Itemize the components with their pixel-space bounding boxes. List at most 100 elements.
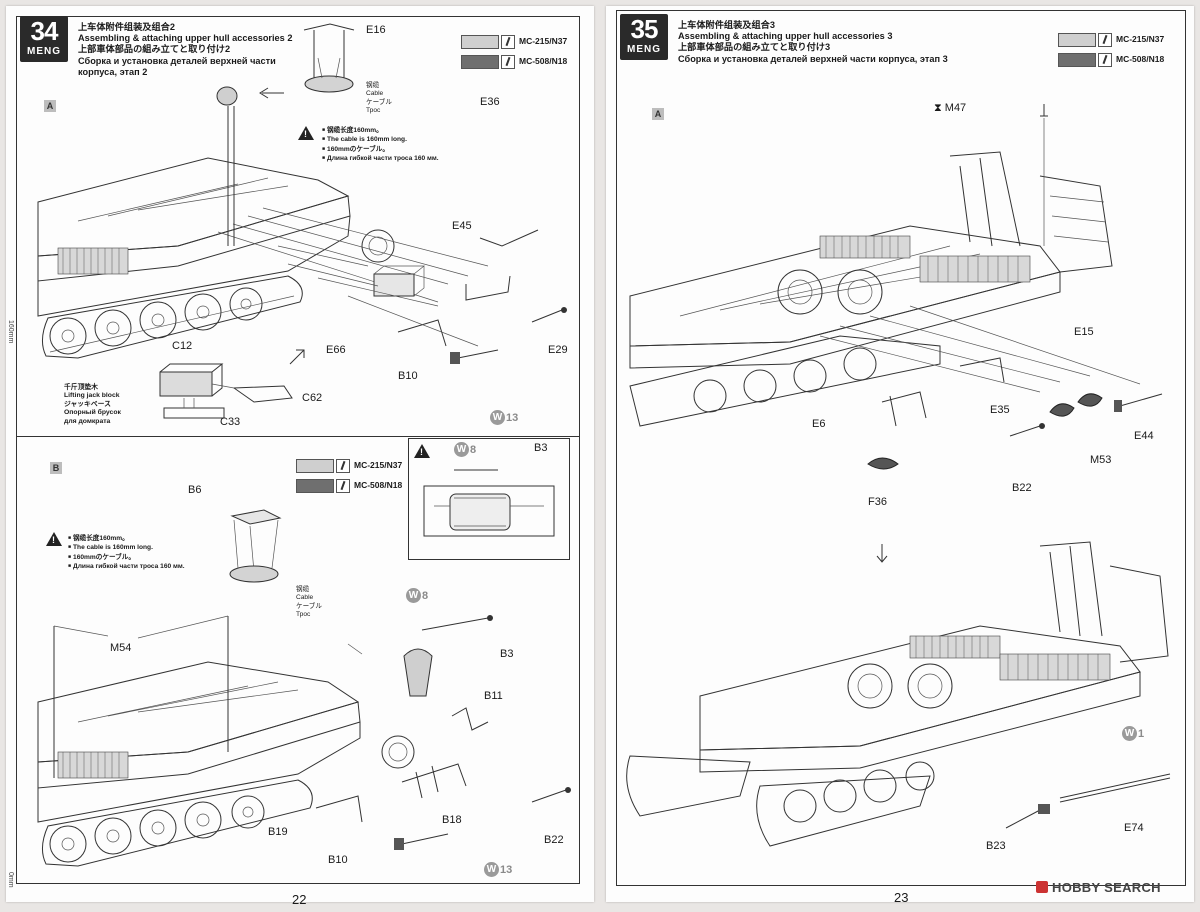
cable-drum-b6 [229, 509, 282, 583]
title-zh: 上车体附件组装及组合2 [78, 22, 175, 32]
brush-icon [336, 458, 350, 473]
title-ru: Сборка и установка деталей верхней части… [678, 53, 948, 64]
engine-grill [819, 235, 1031, 283]
road-wheels [49, 287, 263, 355]
left-instruction-page: 34 MENG 上车体附件组装及组合2 Assembling & attachi… [6, 6, 594, 907]
part-b3: B3 [500, 648, 514, 660]
part-e45: E45 [452, 220, 472, 232]
part-b22: B22 [1012, 482, 1032, 494]
part-f36: F36 [868, 496, 887, 508]
paint-swatch [1058, 32, 1096, 47]
hobby-search-logo-icon [1036, 881, 1048, 893]
weathering-icon: W [406, 588, 421, 603]
paint-swatch [296, 458, 334, 473]
engine-grill [57, 751, 129, 779]
page-number-22: 22 [292, 892, 307, 907]
part-b11: B11 [484, 690, 503, 702]
title-ru-1: Сборка и установка деталей верхней части [78, 55, 276, 66]
part-e15: E15 [1074, 326, 1094, 338]
cable-label-b: 钢缆 Cable ケーブル Трос [296, 586, 322, 619]
sub-step-a-label: A [44, 100, 56, 112]
part-m54: M54 [110, 642, 132, 654]
cable-drum-e16 [303, 23, 355, 93]
paint-chip-light: MC-215/N37 [1058, 32, 1164, 47]
weathering-icon: W [454, 442, 469, 457]
title-en: Assembling & attaching upper hull access… [678, 31, 893, 42]
part-c33: C33 [220, 416, 241, 428]
title-ja: 上部車体部品の組み立てと取り付け3 [678, 42, 831, 53]
paint-code: MC-508/N18 [519, 56, 568, 66]
hull-drawing-35-top [629, 104, 1163, 470]
brush-icon [336, 478, 350, 493]
step-35-badge: 35 MENG [620, 14, 668, 60]
part-b22: B22 [544, 834, 564, 846]
part-b10-b: B10 [328, 854, 348, 866]
engine-grill [57, 247, 129, 275]
step-35-frame [616, 10, 1186, 886]
brush-icon [501, 54, 515, 69]
paint-chip-dark: MC-508/N18 [461, 54, 568, 69]
part-e36: E36 [480, 96, 500, 108]
weathering-icon: W [1122, 726, 1137, 741]
engine-grill [909, 635, 1111, 681]
brush-icon [1098, 52, 1112, 67]
section-divider [16, 436, 579, 437]
warning-icon [298, 126, 314, 140]
ruler-label-0: 0mm [7, 872, 14, 888]
hull-drawing-a [37, 106, 567, 364]
brush-icon [501, 34, 515, 49]
part-e29: E29 [548, 344, 568, 356]
title-zh: 上车体附件组装及组合3 [678, 20, 775, 30]
cable-label: 钢缆 Cable ケーブル Трос [366, 82, 392, 115]
paint-swatch [1058, 52, 1096, 67]
sub-step-a-label: A [652, 108, 664, 120]
cable-reel-round [216, 86, 238, 106]
paint-swatch [296, 478, 334, 493]
inset-drawing [423, 469, 555, 537]
direction-arrow [289, 349, 305, 365]
part-c62: C62 [302, 392, 323, 404]
paint-chip-light-b: MC-215/N37 [296, 458, 402, 473]
part-e16: E16 [366, 24, 386, 36]
warning-icon [414, 444, 430, 458]
cable-length-note-b: 钢缆长度160mm。 The cable is 160mm long. 160m… [68, 534, 185, 572]
part-b19: B19 [268, 826, 288, 838]
part-m47: ⧗ M47 [934, 102, 967, 114]
paint-chip-dark: MC-508/N18 [1058, 52, 1164, 67]
part-b10: B10 [398, 370, 418, 382]
step-35-title: 上车体附件组装及组合3 Assembling & attaching upper… [678, 20, 948, 65]
sub-step-b-label: B [50, 462, 62, 474]
step-34-frame [16, 16, 580, 884]
paint-code: MC-215/N37 [519, 36, 568, 46]
right-instruction-page: 35 MENG 上车体附件组装及组合3 Assembling & attachi… [606, 6, 1194, 905]
part-b23: B23 [986, 840, 1006, 852]
road-wheels [783, 761, 935, 823]
title-ru-2: корпуса, этап 2 [78, 66, 148, 77]
part-b3-inset: B3 [534, 442, 548, 454]
lifting-jack-block-label: 千斤顶垫木 Lifting jack block ジャッキベース Опорный… [64, 384, 121, 425]
part-e74: E74 [1124, 822, 1144, 834]
part-m53: M53 [1090, 454, 1112, 466]
step-number: 34 [30, 16, 59, 46]
inset-detail-box [408, 438, 570, 560]
title-en: Assembling & attaching upper hull access… [78, 33, 293, 44]
down-arrow [876, 544, 888, 563]
assembly-arrow [259, 87, 284, 99]
warning-icon [46, 532, 62, 546]
jack-block-detail [159, 363, 293, 419]
part-e6: E6 [812, 418, 826, 430]
weathering-icon: W [490, 410, 505, 425]
brand-label: MENG [27, 46, 61, 57]
road-wheels [49, 795, 265, 863]
road-wheels [693, 347, 877, 413]
bowtie-icon: ⧗ [934, 102, 945, 114]
page-number-23: 23 [894, 890, 909, 905]
step-34-title: 上车体附件组装及组合2 Assembling & attaching upper… [78, 22, 292, 78]
paint-swatch [461, 54, 499, 69]
ruler-label-160: 160mm [7, 320, 14, 344]
title-ja: 上部車体部品の組み立てと取り付け2 [78, 44, 231, 55]
